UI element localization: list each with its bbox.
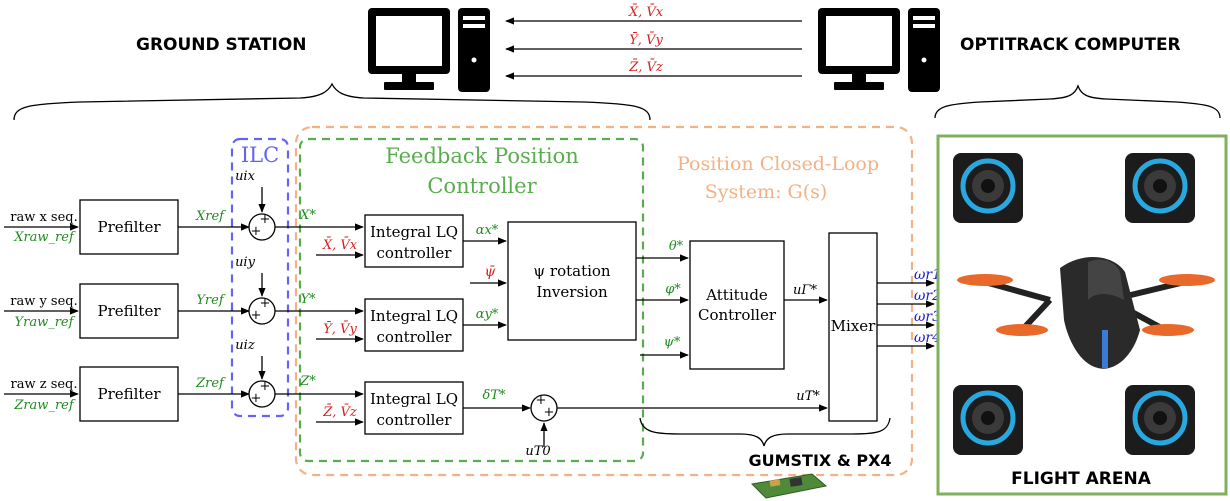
prefilter-z-label: Prefilter <box>97 385 161 403</box>
thrust-plus-right: + <box>544 405 555 420</box>
rotation-inversion-box <box>507 221 637 341</box>
z-raw-ref-label: Zraw_ref <box>13 398 76 413</box>
lq-controller-z-box <box>364 381 464 435</box>
lq-controller-y-box <box>364 298 464 352</box>
sum-y-plus-top: + <box>260 296 271 311</box>
optitrack-computer-icon <box>818 8 940 92</box>
closed-loop-title-line1: Position Closed-Loop <box>677 153 879 175</box>
ground-station-label: GROUND STATION <box>136 35 307 55</box>
theta-label: θ* <box>669 239 684 254</box>
zstar-label: Z* <box>299 374 316 389</box>
prefilter-z-box <box>79 366 179 422</box>
attitude-controller-box <box>689 240 785 370</box>
x-raw-ref-label: Xraw_ref <box>13 230 76 245</box>
lq-y-line1: Integral LQ <box>370 307 458 325</box>
ut0-label: uT0 <box>525 444 550 459</box>
attitude-line1: Attitude <box>705 286 768 304</box>
mixer-box <box>828 232 878 422</box>
sum-x-plus-left: + <box>251 224 262 239</box>
lq-x-feedback-label: X̄, V̄x <box>322 237 358 253</box>
sum-z-plus-left: + <box>251 391 262 406</box>
lq-z-line2: controller <box>377 411 453 429</box>
flight-arena-label: FLIGHT ARENA <box>1011 469 1152 489</box>
gumstix-brace <box>639 417 891 447</box>
mocap-camera-icon-top-right <box>1125 153 1195 223</box>
zref-label: Zref <box>195 376 226 391</box>
lq-x-line1: Integral LQ <box>370 223 458 241</box>
lq-y-feedback-label: Ȳ, V̄y <box>323 321 357 337</box>
lq-controller-x-box <box>364 214 464 268</box>
sum-y-plus-left: + <box>251 308 262 323</box>
uiy-label: uiy <box>235 255 256 270</box>
optitrack-label: OPTITRACK COMPUTER <box>960 35 1181 55</box>
xstar-label: X* <box>299 208 316 223</box>
raw-y-label: raw y seq. <box>10 294 78 309</box>
y-raw-ref-label: Yraw_ref <box>15 315 76 330</box>
alpha-y-label: αy* <box>476 307 499 322</box>
mocap-y-label: Ȳ, V̄y <box>629 32 663 48</box>
lq-z-feedback-label: Z̄, V̄z <box>322 404 357 420</box>
gumstix-board-icon <box>750 473 828 499</box>
mocap-camera-icon-top-left <box>953 153 1023 223</box>
prefilter-y-box <box>79 283 179 339</box>
mixer-label: Mixer <box>831 317 876 335</box>
xref-label: Xref <box>195 209 226 224</box>
lq-z-line1: Integral LQ <box>370 390 458 408</box>
ystar-label: Y* <box>300 292 316 307</box>
feedback-title-line1: Feedback Position <box>385 144 579 168</box>
phi-label: φ* <box>665 282 681 297</box>
yref-label: Yref <box>196 293 225 308</box>
mocap-z-label: Z̄, V̄z <box>628 59 663 75</box>
rotation-line2: Inversion <box>536 283 608 301</box>
lq-x-line2: controller <box>377 244 453 262</box>
rotation-line1: ψ rotation <box>533 262 611 280</box>
psi-bar-label: ψ̄ <box>485 264 497 280</box>
raw-x-label: raw x seq. <box>10 210 78 225</box>
lq-y-line2: controller <box>377 328 453 346</box>
feedback-title-line2: Controller <box>427 174 537 198</box>
ground-station-computer-icon <box>368 8 490 92</box>
ground-station-brace <box>13 82 651 121</box>
sum-z-plus-top: + <box>260 379 271 394</box>
mocap-x-label: X̄, V̄x <box>628 4 664 20</box>
uiz-label: uiz <box>235 338 255 353</box>
gumstix-label: GUMSTIX & PX4 <box>748 451 891 470</box>
sum-x-plus-top: + <box>260 212 271 227</box>
ilc-region <box>230 137 290 418</box>
u-gamma-label: uΓ* <box>793 283 817 298</box>
delta-t-label: δT* <box>483 388 506 403</box>
thrust-plus-top: + <box>536 393 547 408</box>
attitude-line2: Controller <box>698 306 777 324</box>
prefilter-x-label: Prefilter <box>97 218 161 236</box>
raw-z-label: raw z seq. <box>10 377 77 392</box>
uix-label: uix <box>235 169 256 184</box>
optitrack-brace <box>934 84 1221 119</box>
closed-loop-title-line2: System: G(s) <box>705 181 828 203</box>
prefilter-y-label: Prefilter <box>97 302 161 320</box>
mocap-camera-icon-bottom-left <box>953 385 1023 455</box>
mocap-camera-icon-bottom-right <box>1125 385 1195 455</box>
quadrotor-drone-icon <box>957 256 1215 369</box>
psi-star-label: ψ* <box>664 335 681 350</box>
ut-star-label: uT* <box>796 389 820 404</box>
ilc-title: ILC <box>241 143 279 167</box>
alpha-x-label: αx* <box>476 223 499 238</box>
